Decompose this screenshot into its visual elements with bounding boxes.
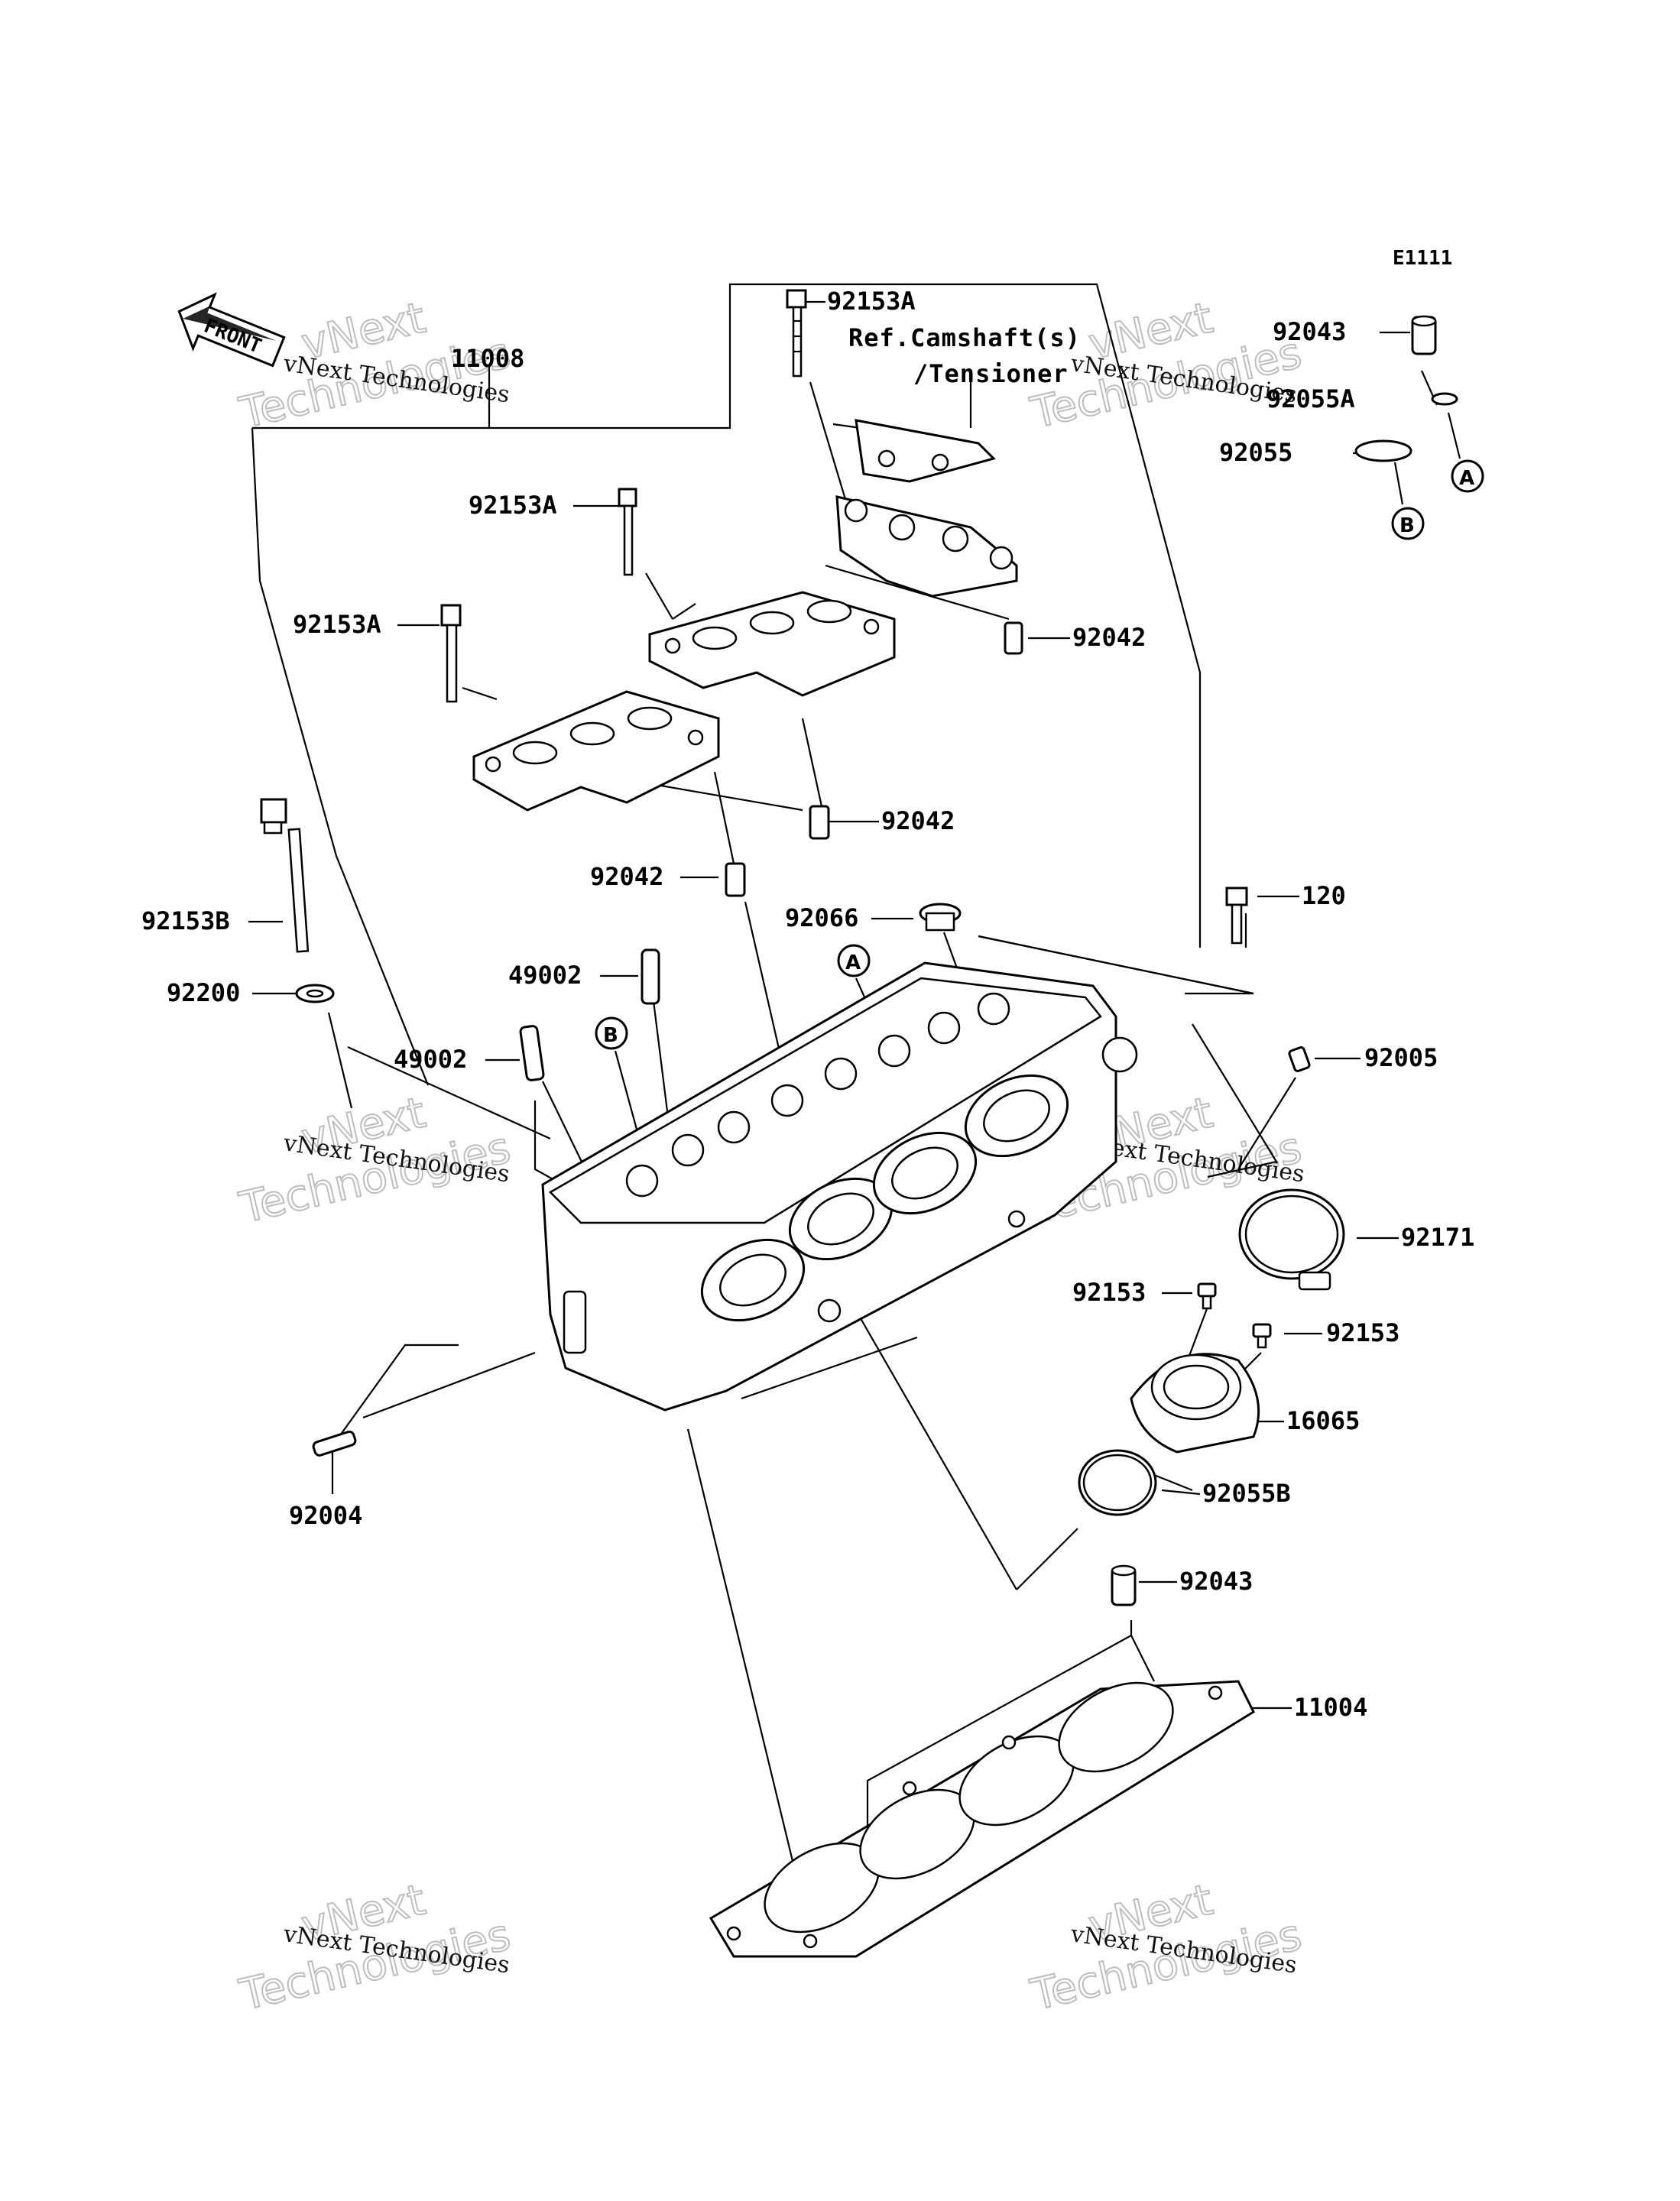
collar-92043-top bbox=[1411, 315, 1437, 355]
cylinder-head bbox=[541, 961, 1138, 1412]
camshaft-cap-top bbox=[835, 495, 1018, 598]
oring-92055 bbox=[1354, 439, 1412, 462]
part-label-120: 120 bbox=[1302, 881, 1346, 910]
part-label-92055A: 92055A bbox=[1266, 384, 1355, 413]
callout-a-head: A bbox=[837, 944, 871, 977]
stud-92004 bbox=[312, 1430, 357, 1457]
plug-92066 bbox=[919, 903, 962, 932]
part-label-92042-mid: 92042 bbox=[881, 806, 955, 835]
camshaft-cap-left bbox=[472, 690, 720, 812]
watermark-mid-left: vNext Technologies vNext Technologies bbox=[235, 1088, 516, 1234]
watermark-bottom-left: vNext Technologies vNext Technologies bbox=[235, 1875, 516, 2021]
part-label-92055B: 92055B bbox=[1202, 1479, 1291, 1508]
part-label-92043-top: 92043 bbox=[1273, 317, 1346, 346]
left-bolt-92153A bbox=[440, 604, 462, 703]
dowel-92042-right bbox=[1004, 621, 1023, 655]
valve-guide-49002-bottom bbox=[519, 1025, 545, 1081]
part-label-49002-top: 49002 bbox=[508, 961, 582, 990]
head-gasket-11004 bbox=[709, 1680, 1255, 1958]
part-label-92153A-top: 92153A bbox=[827, 287, 916, 316]
callout-b-top: B bbox=[1391, 507, 1425, 540]
clamp-92171 bbox=[1238, 1188, 1345, 1291]
diagram-code: E1111 bbox=[1393, 247, 1452, 270]
dowel-92042-left bbox=[725, 862, 746, 897]
holder-16065 bbox=[1130, 1353, 1260, 1454]
ref-note-line2: /Tensioner bbox=[913, 359, 1069, 388]
screw-92153-right bbox=[1252, 1323, 1272, 1349]
collar-92043-bottom bbox=[1111, 1564, 1137, 1606]
svg-text:B: B bbox=[603, 1024, 618, 1047]
svg-text:B: B bbox=[1399, 514, 1415, 537]
part-label-92066: 92066 bbox=[785, 903, 858, 932]
valve-guide-49002-top bbox=[641, 948, 660, 1005]
part-label-92042-left: 92042 bbox=[590, 862, 663, 891]
part-label-92153B: 92153B bbox=[141, 906, 230, 935]
watermark-bottom-right: vNext Technologies vNext Technologies bbox=[1026, 1875, 1307, 2021]
part-label-92055: 92055 bbox=[1219, 438, 1292, 467]
callout-a-top: A bbox=[1451, 459, 1484, 493]
part-label-92153-right: 92153 bbox=[1326, 1318, 1399, 1347]
part-label-92042-right: 92042 bbox=[1072, 623, 1146, 652]
mid-bolt-92153A bbox=[618, 488, 637, 576]
bolt-120 bbox=[1225, 887, 1248, 945]
part-label-92153-left: 92153 bbox=[1072, 1278, 1146, 1307]
part-label-16065: 16065 bbox=[1286, 1406, 1360, 1435]
svg-text:A: A bbox=[845, 951, 861, 974]
part-label-92153A-left: 92153A bbox=[293, 610, 381, 639]
part-label-92004: 92004 bbox=[289, 1501, 362, 1530]
top-bolt-92153A bbox=[786, 289, 807, 378]
part-label-92200: 92200 bbox=[167, 978, 240, 1007]
part-labels: 11008 92153A 92153A 92153A 92042 92042 9… bbox=[141, 287, 1474, 1722]
camshaft-chain-guide bbox=[855, 419, 996, 483]
part-label-11004: 11004 bbox=[1294, 1693, 1367, 1722]
part-label-49002-bottom: 49002 bbox=[394, 1045, 467, 1074]
oring-92055A bbox=[1431, 392, 1458, 406]
bolt-92153B bbox=[260, 798, 310, 953]
svg-text:A: A bbox=[1459, 467, 1474, 490]
screw-92153-left bbox=[1197, 1282, 1217, 1310]
front-arrow-icon: FRONT bbox=[177, 292, 286, 368]
part-label-92005: 92005 bbox=[1364, 1043, 1438, 1072]
washer-92200 bbox=[295, 984, 335, 1003]
camshaft-cap-middle bbox=[648, 591, 896, 697]
ref-note-line1: Ref.Camshaft(s) bbox=[848, 323, 1081, 352]
fitting-92005 bbox=[1288, 1046, 1311, 1072]
part-label-92043-bottom: 92043 bbox=[1179, 1567, 1253, 1596]
callout-b-head: B bbox=[595, 1016, 628, 1050]
oring-92055B bbox=[1078, 1449, 1157, 1516]
dowel-92042-mid bbox=[809, 805, 830, 840]
part-label-11008: 11008 bbox=[451, 344, 524, 373]
part-label-92153A-mid: 92153A bbox=[469, 491, 557, 520]
part-label-92171: 92171 bbox=[1401, 1223, 1474, 1252]
